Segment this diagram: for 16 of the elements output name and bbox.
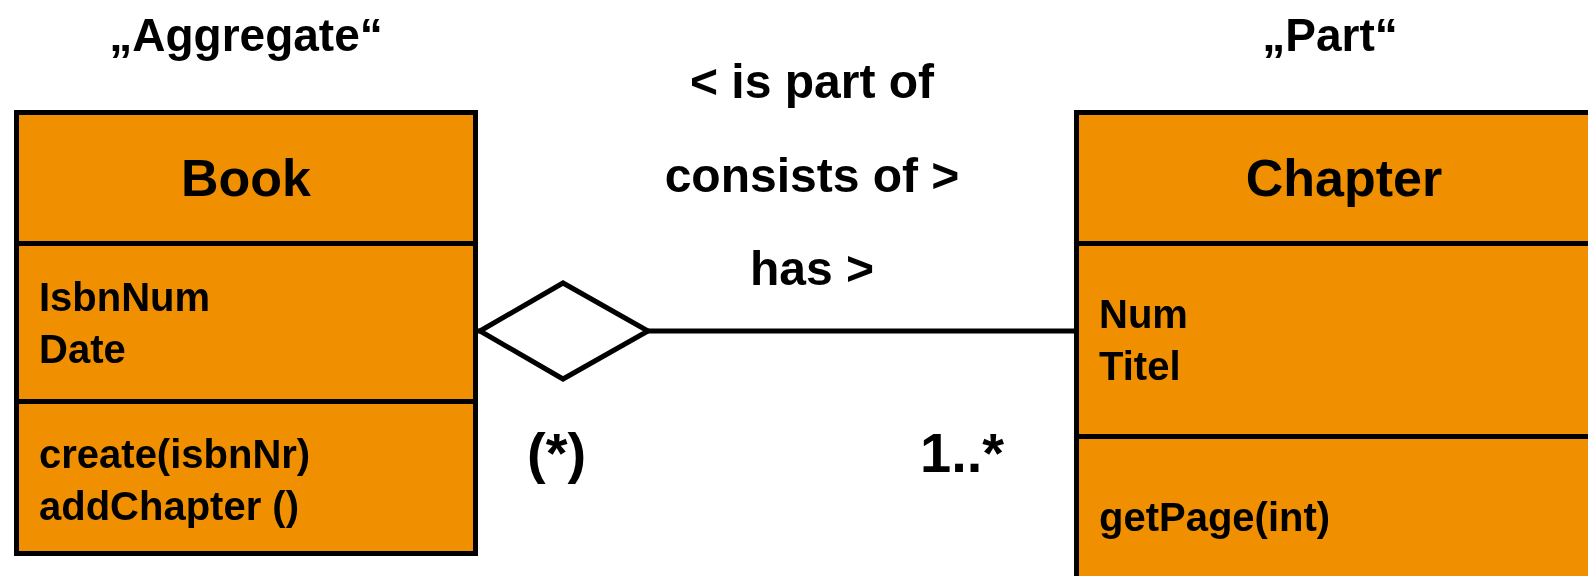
member-text: Num [1099,291,1189,338]
multiplicity-label: (*) [527,420,587,485]
stereotype-label: „Aggregate“ [109,8,383,62]
member-text: Titel [1099,343,1182,390]
aggregation-connector [475,280,1074,382]
class-name: Book [181,148,311,208]
member-text: getPage(int) [1099,494,1332,541]
multiplicity-label: 1..* [920,420,1005,485]
member-text: IsbnNum [39,273,212,321]
member-text: addChapter () [39,483,300,530]
member-text: create(isbnNr) [39,431,312,478]
class-name: Chapter [1245,148,1443,208]
class-box [1074,110,1588,576]
stereotype-label: „Part“ [1262,8,1398,62]
class-box [14,110,478,556]
member-text: Date [39,325,127,373]
